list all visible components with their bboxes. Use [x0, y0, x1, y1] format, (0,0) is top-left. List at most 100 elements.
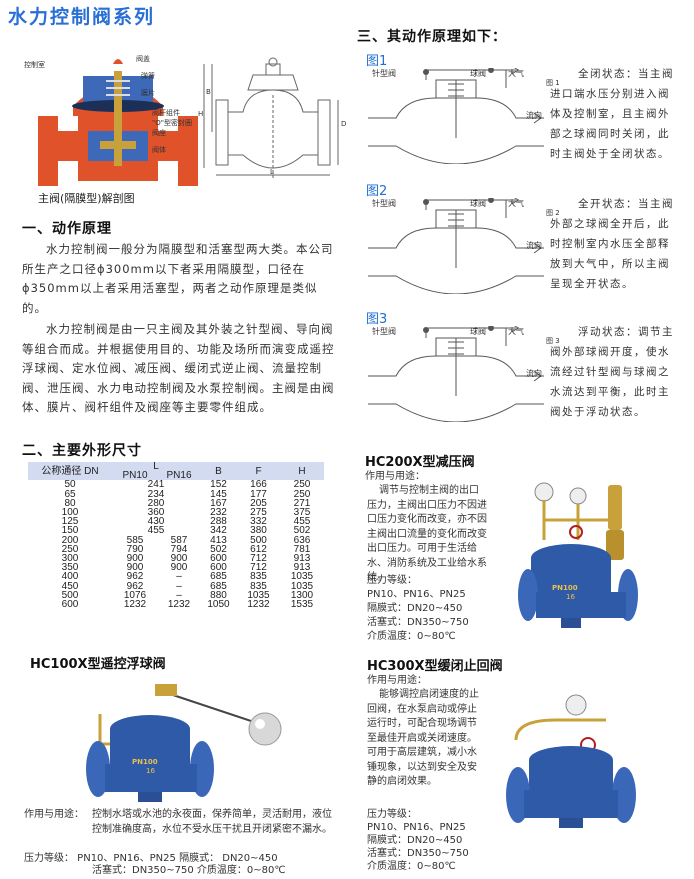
dimension-drawing: B H L D — [198, 50, 348, 185]
figure-small-label: 图 3 — [546, 337, 560, 345]
cutaway-label-bonnet: 阀盖 — [136, 55, 150, 63]
table-cell: 205 — [237, 498, 280, 508]
table-cell: 125 — [28, 517, 112, 527]
table-cell: 900 — [158, 563, 200, 573]
figure-label: 图3 — [366, 312, 388, 327]
hc300x-photo — [496, 690, 646, 830]
table-cell: 685 — [200, 572, 237, 582]
hc100x-valve-drawing — [86, 684, 282, 802]
cutaway-label-stem: 阀杆组件 — [152, 109, 180, 117]
table-cell: 360 — [112, 507, 200, 518]
hc200x-piston: 活塞式：DN350~750 — [367, 617, 469, 628]
th-h: H — [280, 462, 324, 481]
dim-label-h: H — [198, 110, 204, 118]
table-cell: 880 — [200, 590, 237, 600]
figure-label: 图1 — [366, 54, 388, 69]
th-f: F — [237, 462, 280, 481]
cutaway-label-body: 阀体 — [152, 146, 166, 154]
hc100x-title: HC100X型遥控浮球阀 — [30, 657, 166, 672]
table-cell: 375 — [280, 507, 324, 518]
table-cell: 332 — [237, 517, 280, 527]
hc300x-title: HC300X型缓闭止回阀 — [367, 659, 503, 674]
hc300x-usage-label: 作用与用途： — [367, 675, 427, 686]
hc300x-diaphragm: 隔膜式：DN20~450 — [367, 835, 463, 846]
cutaway-label-seat: 阀座 — [152, 129, 166, 137]
table-cell: 413 — [200, 535, 237, 545]
section3-title: 三、其动作原理如下： — [357, 29, 507, 45]
ball-valve-label: 球阀 — [470, 199, 486, 208]
table-cell: 250 — [280, 480, 324, 490]
section1-para2: 水力控制阀是由一只主阀及其外装之针型阀、导向阀等组合而成。并根据使用目的、功能及… — [22, 322, 335, 414]
table-cell: 150 — [28, 526, 112, 536]
needle-valve-label: 针型阀 — [372, 69, 396, 78]
hc200x-usage: 调节与控制主阀的出口压力，主阀出口压力不因进口压力变化而改变，亦不因主阀出口流量… — [367, 485, 487, 583]
cutaway-caption: 主阀(隔膜型)解剖图 — [38, 192, 135, 205]
cutaway-label-diaphragm: 膜片 — [141, 89, 155, 97]
table-cell: 1232 — [112, 599, 158, 610]
hc100x-photo: PN100 16 — [60, 674, 290, 804]
figure-description: 全开状态：当主阀外部之球阀全开后，此时控制室内水压全部释放到大气中，所以主阀呈现… — [550, 198, 674, 290]
cutaway-illustration: 控制室 阀盖 弹簧 膜片 阀杆组件 "O"型密封圈 阀座 阀体 — [24, 46, 208, 196]
table-cell: – — [158, 572, 200, 582]
table-cell: 166 — [237, 480, 280, 490]
table-cell: 1300 — [280, 590, 324, 600]
table-cell: 80 — [28, 498, 112, 508]
table-cell: 900 — [112, 563, 158, 573]
table-cell: 275 — [237, 507, 280, 518]
table-cell: 600 — [200, 563, 237, 573]
hc300x-pressure: PN10、PN16、PN25 — [367, 822, 466, 833]
table-cell: 200 — [28, 535, 112, 545]
table-cell: 234 — [112, 489, 200, 499]
table-cell: – — [158, 581, 200, 591]
dim-label-d: D — [341, 120, 347, 128]
table-cell: 1035 — [280, 581, 324, 591]
table-cell: 430 — [112, 517, 200, 527]
table-cell: 962 — [112, 581, 158, 591]
ball-valve-label: 球阀 — [470, 327, 486, 336]
table-cell: 50 — [28, 480, 112, 490]
figure-label: 图2 — [366, 184, 388, 199]
table-cell: 152 — [200, 480, 237, 490]
th-b: B — [200, 462, 237, 481]
table-cell: 1035 — [237, 590, 280, 600]
table-cell: 500 — [237, 535, 280, 545]
th-l: L — [112, 461, 200, 472]
dim-label-b: B — [206, 88, 211, 96]
page-title: 水力控制阀系列 — [8, 6, 156, 28]
principle-diagram — [368, 68, 544, 164]
hc300x-temp: 介质温度：0~80℃ — [367, 861, 456, 872]
table-cell: 835 — [237, 572, 280, 582]
principle-diagram — [368, 326, 544, 422]
table-cell: 1535 — [280, 599, 324, 610]
cutaway-label-control: 控制室 — [24, 61, 45, 69]
table-cell: 587 — [158, 535, 200, 545]
table-cell: 1050 — [200, 599, 237, 610]
table-cell: 250 — [28, 544, 112, 554]
table-cell: 600 — [28, 599, 112, 610]
table-cell: 65 — [28, 489, 112, 499]
table-cell: 288 — [200, 517, 237, 527]
table-cell: 177 — [237, 489, 280, 499]
table-cell: 250 — [280, 489, 324, 499]
table-cell: 1076 — [112, 590, 158, 600]
cutaway-label-spring: 弹簧 — [141, 72, 155, 80]
table-cell: – — [158, 590, 200, 600]
table-cell: 900 — [158, 553, 200, 564]
flow-label: 流向 — [526, 111, 542, 120]
cutaway-drawing — [38, 59, 198, 186]
table-cell: 835 — [237, 581, 280, 591]
section1-title: 一、动作原理 — [22, 221, 112, 237]
hc200x-pressure-label: 压力等级： — [367, 575, 417, 586]
table-cell: 790 — [112, 544, 158, 554]
